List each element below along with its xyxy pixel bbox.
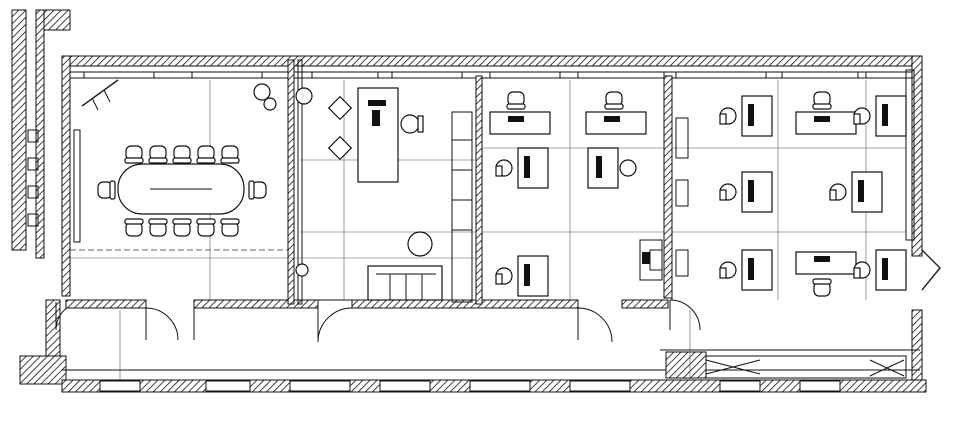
workstation	[495, 255, 549, 297]
conference-table	[117, 163, 245, 215]
open-office-b	[649, 91, 907, 297]
grid-lines	[66, 80, 906, 380]
open-office-a	[489, 91, 663, 297]
interior-partitions	[65, 59, 920, 379]
workstation	[719, 249, 773, 291]
workstation	[853, 95, 907, 137]
shelving	[451, 111, 473, 303]
workstation	[853, 249, 907, 291]
outer-walls	[61, 55, 941, 393]
workstation	[495, 147, 549, 189]
workstation	[639, 239, 663, 281]
workstation	[795, 251, 857, 297]
workstation	[795, 91, 857, 135]
meeting-room	[73, 79, 277, 243]
manager-office	[295, 87, 473, 303]
sofa	[367, 265, 443, 301]
left-external-wall	[11, 9, 85, 385]
workstation	[719, 95, 773, 137]
workstation	[587, 147, 637, 189]
filing-cabinets	[649, 117, 689, 277]
workstation	[719, 171, 773, 213]
workstation	[489, 91, 551, 135]
workstation	[585, 91, 647, 135]
workstation	[829, 171, 883, 213]
